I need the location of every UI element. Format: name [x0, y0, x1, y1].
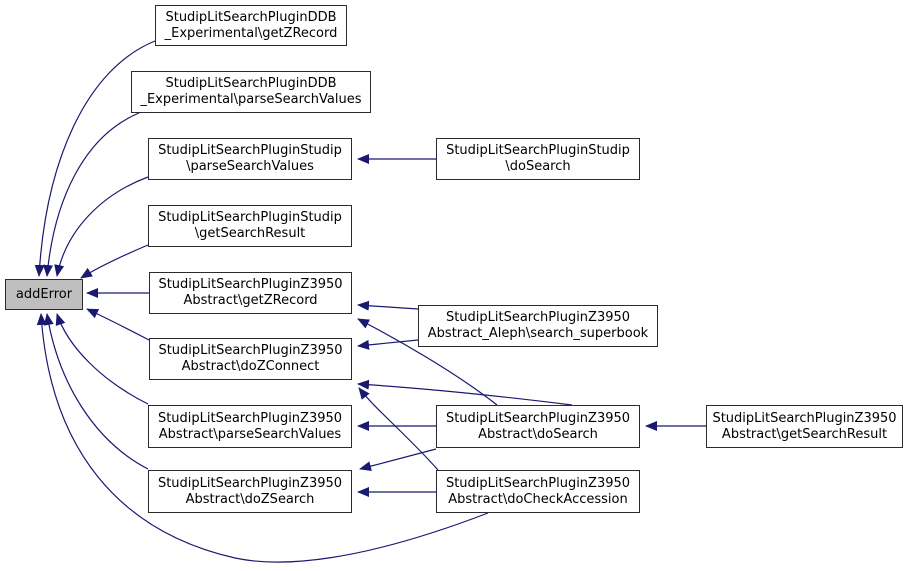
edge-superbook-dozconnect: [357, 339, 419, 350]
node-label-line: Abstract\getZRecord: [183, 293, 318, 308]
node-label-line: Abstract\doCheckAccession: [448, 491, 628, 507]
edge-superbook-getzrecord: [357, 300, 419, 311]
edge-z3950-dosearch-dozsearch: [359, 448, 437, 472]
node-label-line: \parseSearchValues: [186, 159, 314, 174]
node-label-line: StudipLitSearchPluginZ3950: [158, 343, 343, 358]
node-label-line: StudipLitSearchPluginStudip: [446, 143, 630, 158]
edge-studip-parsesearchvalues-adderror: [54, 176, 149, 277]
node-ddb-experimental-getzrecord[interactable]: StudipLitSearchPluginDDB _Experimental\g…: [155, 5, 347, 46]
node-label-line: _Experimental\parseSearchValues: [140, 92, 362, 107]
node-label-line: StudipLitSearchPluginDDB: [165, 76, 337, 91]
edge-z3950-dosearch-dozconnect: [357, 379, 573, 406]
node-z3950-getsearchresult[interactable]: StudipLitSearchPluginZ3950 Abstract\getS…: [706, 405, 903, 448]
node-label-line: StudipLitSearchPluginZ3950: [157, 410, 343, 426]
node-z3950-docheckaccession[interactable]: StudipLitSearchPluginZ3950 Abstract\doCh…: [436, 470, 640, 513]
node-studip-dosearch[interactable]: StudipLitSearchPluginStudip \doSearch: [436, 138, 640, 180]
node-label-line: StudipLitSearchPluginDDB: [165, 9, 337, 25]
node-z3950-dozsearch[interactable]: StudipLitSearchPluginZ3950 Abstract\doZS…: [148, 470, 352, 513]
node-label-line: \getSearchResult: [194, 226, 306, 241]
node-label-line: addError: [15, 286, 73, 302]
edge-z3950-dozconnect-adderror: [86, 308, 150, 341]
node-label-line: Abstract_Aleph\search_superbook: [427, 326, 649, 341]
node-z3950-parsesearchvalues[interactable]: StudipLitSearchPluginZ3950 Abstract\pars…: [148, 405, 352, 448]
edge-docheckaccession-dozconnect: [358, 387, 439, 471]
node-studip-parsesearchvalues[interactable]: StudipLitSearchPluginStudip \parseSearch…: [148, 138, 352, 180]
edge-ddb-getzrecord-adderror: [34, 40, 156, 277]
node-z3950-dosearch[interactable]: StudipLitSearchPluginZ3950 Abstract\doSe…: [436, 405, 640, 448]
node-z3950aleph-search-superbook[interactable]: StudipLitSearchPluginZ3950 Abstract_Alep…: [418, 305, 658, 347]
node-label-line: StudipLitSearchPluginStudip: [158, 143, 342, 158]
node-label-line: StudipLitSearchPluginZ3950: [158, 277, 343, 292]
edge-z3950-docheckaccession-adderror: [36, 313, 489, 563]
node-label-line: Abstract\doZConnect: [181, 359, 320, 374]
node-label-line: Abstract\doZSearch: [185, 491, 315, 507]
edge-z3950-dosearch-getzrecord: [357, 318, 498, 406]
edge-z3950-dozsearch-adderror: [43, 313, 149, 470]
node-z3950-dozconnect[interactable]: StudipLitSearchPluginZ3950 Abstract\doZC…: [149, 338, 352, 380]
node-label-line: StudipLitSearchPluginZ3950: [445, 310, 631, 325]
node-label-line: \doSearch: [505, 159, 571, 174]
edge-z3950-parsesearchvalues-adderror: [55, 313, 149, 405]
node-label-line: _Experimental\getZRecord: [164, 25, 338, 41]
edge-ddb-parsesearchvalues-adderror: [43, 112, 140, 277]
node-z3950-getzrecord[interactable]: StudipLitSearchPluginZ3950 Abstract\getZ…: [149, 272, 352, 314]
node-label-line: StudipLitSearchPluginStudip: [158, 210, 342, 225]
edge-studip-getsearchresult-adderror: [80, 244, 149, 279]
node-label-line: StudipLitSearchPluginZ3950: [445, 410, 631, 426]
node-studip-getsearchresult[interactable]: StudipLitSearchPluginStudip \getSearchRe…: [148, 205, 352, 247]
node-label-line: StudipLitSearchPluginZ3950: [445, 475, 631, 491]
node-label-line: Abstract\getSearchResult: [721, 426, 888, 442]
node-label-line: StudipLitSearchPluginZ3950: [712, 410, 897, 426]
node-label-line: Abstract\parseSearchValues: [158, 426, 342, 442]
node-label-line: Abstract\doSearch: [478, 426, 598, 442]
node-label-line: StudipLitSearchPluginZ3950: [157, 475, 343, 491]
node-ddb-experimental-parsesearchvalues[interactable]: StudipLitSearchPluginDDB _Experimental\p…: [131, 71, 371, 113]
node-adderror[interactable]: addError: [5, 279, 83, 310]
